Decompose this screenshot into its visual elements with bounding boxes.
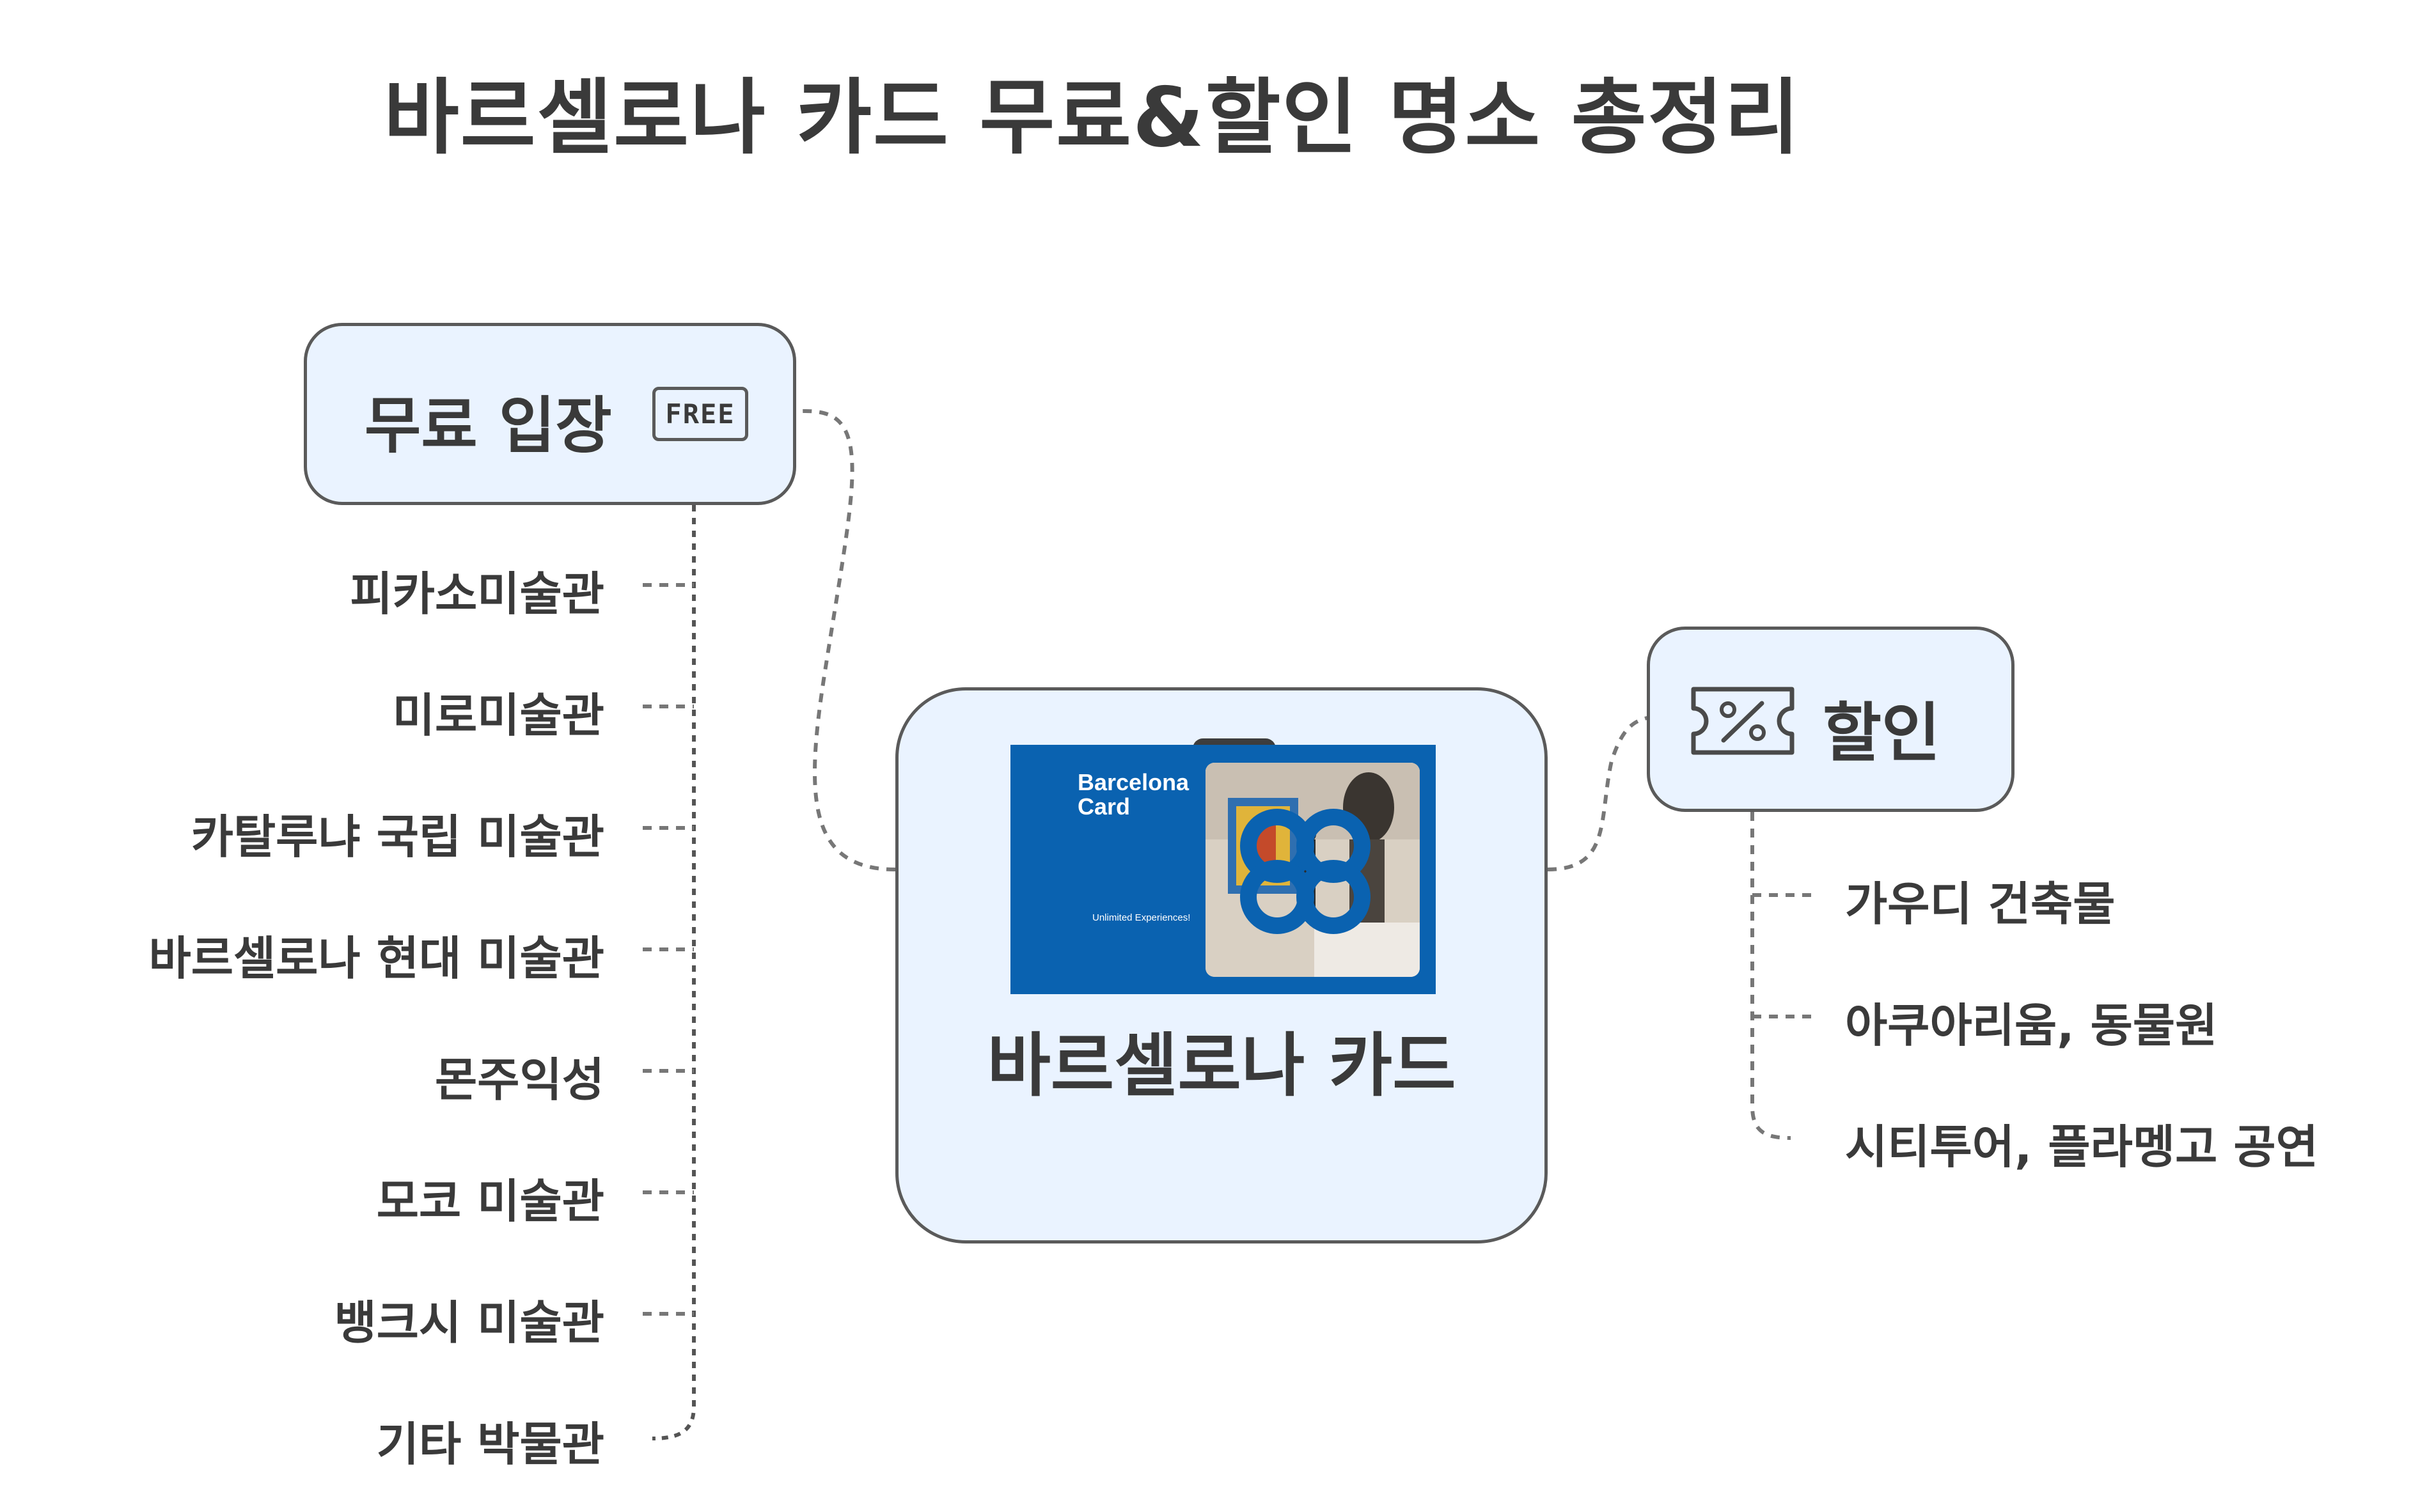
free-entry-label: 무료 입장 — [365, 390, 612, 462]
free-item-montjuic: 몬주익성 — [435, 1053, 604, 1107]
free-item-mnac: 카탈루냐 국립 미술관 — [191, 810, 604, 864]
card-brand: Barcelona Card — [1078, 770, 1189, 819]
discount-item-aquarium-zoo: 아쿠아리움, 동물원 — [1845, 999, 2218, 1052]
discount-trunk-line — [1750, 812, 1791, 1140]
free-trunk-line — [652, 505, 696, 1440]
free-item-miro: 미로미술관 — [392, 689, 604, 742]
barcelona-card-image: Barcelona Card Unlimited Experiences! — [1010, 745, 1436, 994]
free-item-macba: 바르셀로나 현대 미술관 — [148, 931, 604, 985]
free-badge-icon: FREE — [652, 387, 748, 441]
discount-label: 할인 — [1823, 696, 1940, 770]
center-label: 바르셀로나 카드 — [987, 1026, 1456, 1106]
card-tagline: Unlimited Experiences! — [1092, 912, 1191, 923]
free-item-moco: 모코 미술관 — [376, 1174, 604, 1228]
discount-node: 할인 — [1647, 627, 2015, 812]
card-brand-line1: Barcelona — [1078, 769, 1190, 795]
discount-ticket-icon — [1691, 687, 1795, 755]
free-item-banksy: 뱅크시 미술관 — [334, 1296, 604, 1350]
card-brand-line2: Card — [1078, 793, 1131, 820]
barcelona-card-logo-icon — [1240, 809, 1371, 934]
center-node: Barcelona Card Unlimited Experiences! — [895, 687, 1548, 1243]
connector-center-free — [783, 409, 896, 871]
museum-photo — [1206, 763, 1420, 977]
free-item-picasso: 피카소미술관 — [350, 567, 604, 621]
free-entry-node: 무료 입장 FREE — [304, 323, 796, 505]
connector-center-discount — [1547, 714, 1670, 871]
discount-item-citytour-flamenco: 시티투어, 플라멩고 공연 — [1845, 1120, 2318, 1174]
discount-item-gaudi: 가우디 건축물 — [1845, 877, 2116, 931]
page-title: 바르셀로나 카드 무료&할인 명소 총정리 — [384, 70, 1802, 166]
free-item-other-museums: 기타 박물관 — [376, 1417, 604, 1471]
